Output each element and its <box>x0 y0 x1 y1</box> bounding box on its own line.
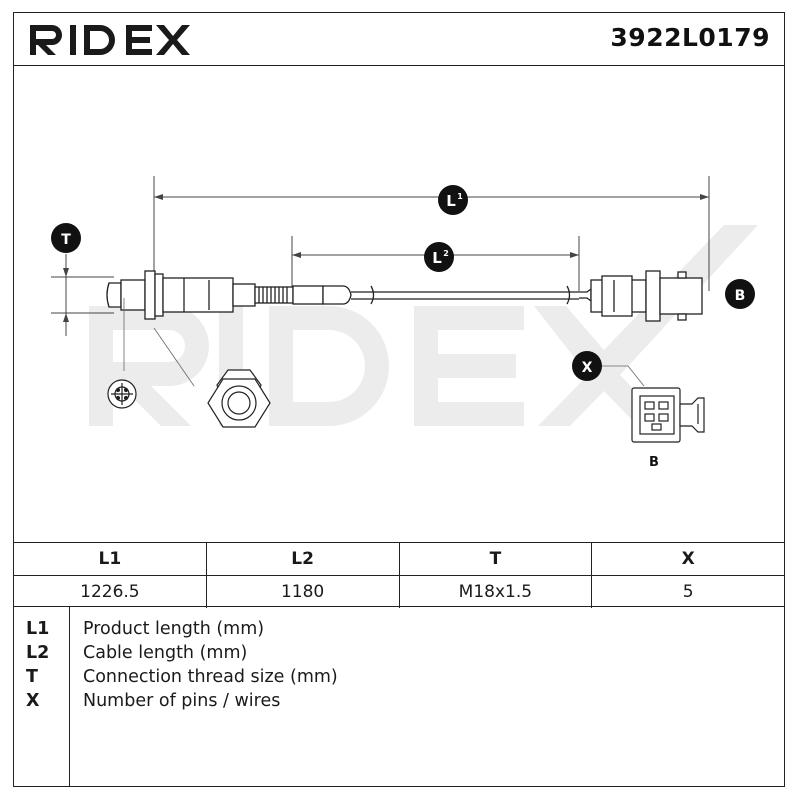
l1-label-sup: 1 <box>457 192 463 201</box>
b-label: B <box>735 288 746 304</box>
legend-key: L2 <box>26 643 50 663</box>
spec-value-x: 5 <box>682 582 694 602</box>
spec-header-t: T <box>400 543 593 575</box>
l2-label-sup: 2 <box>443 249 449 258</box>
legend: L1 Product length (mm) L2 Cable length (… <box>14 607 784 787</box>
part-number: 3922L0179 <box>610 23 770 52</box>
spec-header-l2: L2 <box>207 543 400 575</box>
spec-header-l1: L1 <box>14 543 207 575</box>
legend-text: Product length (mm) <box>83 619 265 639</box>
l1-badge: L 1 <box>438 185 468 215</box>
spec-value-l2: 1180 <box>207 576 400 608</box>
connector-detail <box>602 365 705 443</box>
legend-text: Cable length (mm) <box>83 643 248 663</box>
legend-text: Number of pins / wires <box>83 691 281 711</box>
connector-caption: B <box>649 455 659 470</box>
tip-end-view <box>107 379 137 409</box>
spec-value-row: 1226.5 1180 M18x1.5 5 <box>14 576 784 608</box>
spec-header-x: X <box>681 549 695 569</box>
spec-value-l1: 1226.5 <box>14 576 207 608</box>
ridex-logo <box>30 25 190 55</box>
legend-key: X <box>26 691 40 711</box>
spec-table: L1 L2 T X 1226.5 1180 M18x1.5 5 <box>14 542 784 608</box>
t-badge: T <box>51 223 81 253</box>
oxygen-sensor <box>106 270 703 322</box>
legend-divider <box>69 607 70 787</box>
x-badge: X <box>572 351 602 381</box>
dimension-t <box>51 254 114 336</box>
b-badge: B <box>725 279 755 309</box>
legend-item: X Number of pins / wires <box>14 691 784 715</box>
hex-end-view <box>207 369 271 428</box>
legend-item: T Connection thread size (mm) <box>14 667 784 691</box>
header-bar: 3922L0179 <box>14 13 784 66</box>
datasheet-frame: 3922L0179 L 1 <box>13 12 785 787</box>
detail-leaders <box>123 298 195 387</box>
x-label: X <box>582 360 593 376</box>
legend-key: T <box>26 667 38 687</box>
dimension-l1 <box>153 176 710 291</box>
l1-label: L <box>446 192 456 210</box>
t-label: T <box>61 232 71 248</box>
sensor-diagram: L 1 L 2 <box>51 176 758 470</box>
l2-label: L <box>432 249 442 267</box>
spec-value-t: M18x1.5 <box>400 576 593 608</box>
spec-header-row: L1 L2 T X <box>14 543 784 576</box>
legend-key: L1 <box>26 619 50 639</box>
l2-badge: L 2 <box>424 242 454 272</box>
legend-text: Connection thread size (mm) <box>83 667 338 687</box>
technical-drawing: L 1 L 2 <box>14 66 784 542</box>
legend-item: L1 Product length (mm) <box>14 619 784 643</box>
legend-item: L2 Cable length (mm) <box>14 643 784 667</box>
